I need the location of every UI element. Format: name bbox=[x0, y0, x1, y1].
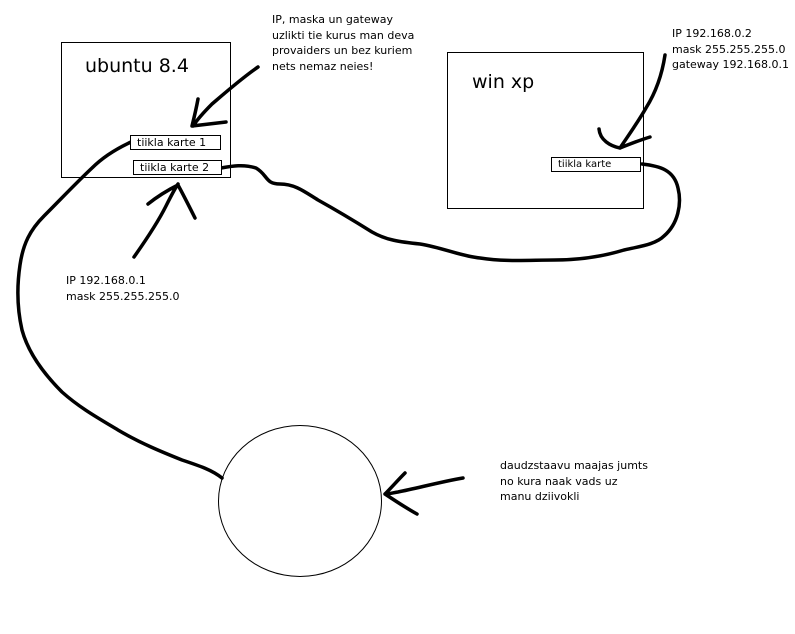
ubuntu-config-line: mask 255.255.255.0 bbox=[66, 289, 180, 303]
building-note-line: daudzstaavu maajas jumts bbox=[500, 459, 648, 472]
winxp-config-line: gateway 192.168.0.1 bbox=[672, 58, 790, 71]
winxp-config-line: mask 255.255.255.0 bbox=[672, 42, 786, 56]
isp-note-line: nets nemaz neies! bbox=[272, 59, 374, 73]
winxp-title: win xp bbox=[472, 71, 535, 93]
winxp-network-card[interactable]: tiikla karte bbox=[551, 157, 641, 172]
isp-note-line: provaiders un bez kuriem bbox=[272, 44, 413, 57]
ubuntu-title: ubuntu 8.4 bbox=[85, 55, 189, 77]
isp-note-line: uzlikti tie kurus man deva bbox=[272, 28, 415, 42]
winxp-config-line: IP 192.168.0.2 bbox=[672, 27, 752, 40]
ubuntu-config-line: IP 192.168.0.1 bbox=[66, 274, 146, 287]
arrow-building-note bbox=[383, 471, 465, 516]
isp-note-line: IP, maska un gateway bbox=[272, 13, 393, 26]
isp-note: IP, maska un gateway uzlikti tie kurus m… bbox=[272, 12, 414, 74]
ubuntu-network-card-2[interactable]: tiikla karte 2 bbox=[133, 160, 222, 175]
building-note: daudzstaavu maajas jumts no kura naak va… bbox=[500, 458, 648, 505]
cable-roof-to-nic1 bbox=[16, 140, 224, 480]
winxp-config-note: IP 192.168.0.2 mask 255.255.255.0 gatewa… bbox=[672, 26, 789, 73]
building-roof-circle bbox=[218, 425, 382, 577]
building-note-line: no kura naak vads uz bbox=[500, 474, 618, 488]
ubuntu-network-card-1[interactable]: tiikla karte 1 bbox=[130, 135, 221, 150]
building-note-line: manu dziivokli bbox=[500, 490, 580, 503]
ubuntu-config-note: IP 192.168.0.1 mask 255.255.255.0 bbox=[66, 273, 180, 304]
arrow-ubuntu-config bbox=[132, 182, 197, 259]
